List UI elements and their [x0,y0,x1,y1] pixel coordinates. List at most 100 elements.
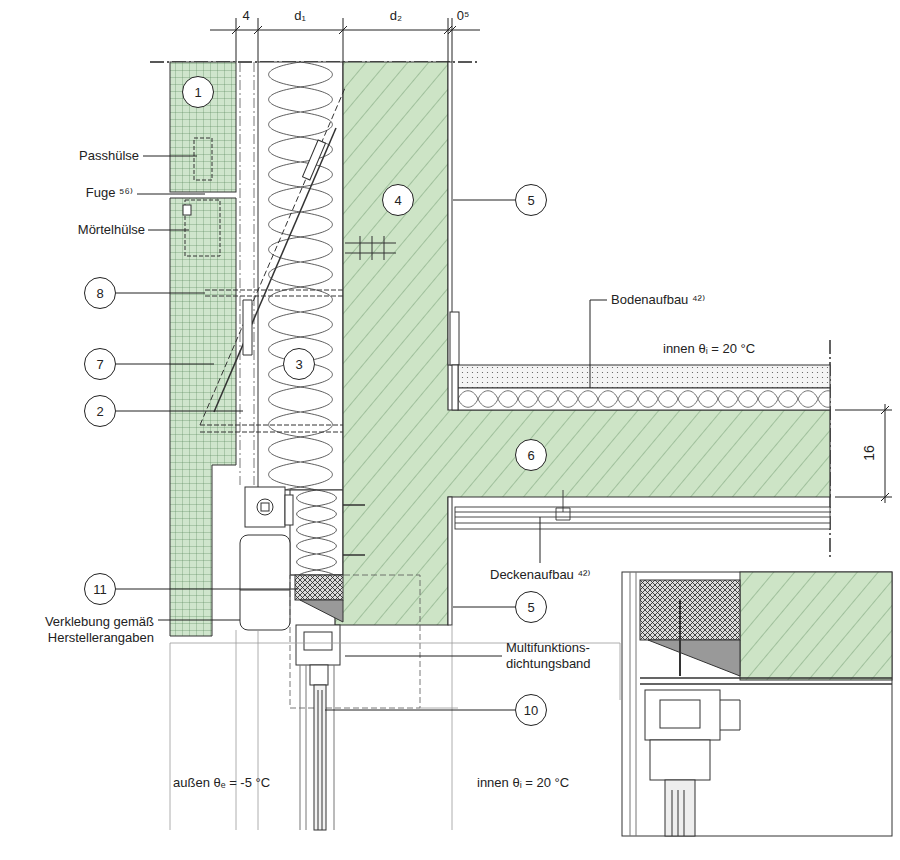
plaster-layer [448,62,459,625]
inset-detail [640,678,892,684]
leader-lines [325,710,515,711]
window-frame [304,632,332,650]
inset-detail [740,572,892,680]
anchors [243,300,252,355]
dimension-label: d₂ [390,8,402,24]
anchors [200,425,343,432]
lintel-insulation [295,575,343,600]
roller-shutter-box [240,590,290,591]
floor-build-up [458,388,830,410]
callout-number: 4 [394,194,401,207]
callout-number: 2 [96,405,103,418]
facade-panel [183,205,191,215]
leader-lines [116,589,298,590]
leader-lines [453,607,515,608]
anchors [303,140,326,180]
callout-circle: 3 [283,348,315,380]
leader-lines [116,156,607,710]
dimension-label: 16 [861,445,879,461]
leader-lines [116,293,205,294]
dimension-lines [236,18,452,62]
part-label: Mörtelhülse [78,222,145,238]
facade-panel [170,198,236,636]
detail-frame [290,575,420,708]
roller-shutter-box [257,499,273,515]
temperature-note: innen θᵢ = 20 °C [663,341,755,357]
anchors [343,505,365,555]
callout-circle: 2 [84,395,116,427]
dimension-label: d₁ [294,8,306,24]
ceiling-build-up [455,507,830,529]
roller-shutter-box [240,535,290,630]
plaster-layer [450,312,459,365]
leader-lines [148,230,189,231]
window-frame [300,665,334,830]
concrete-wall-and-slab [335,62,830,625]
callout-circle: 8 [84,277,116,309]
callout-circle: 10 [515,694,547,726]
air-gap-lines [240,62,241,485]
reference-lines [170,625,620,830]
inset-detail [672,790,684,836]
dimension-label: 0⁵ [457,8,470,24]
callout-number: 6 [527,449,534,462]
window-frame [318,690,322,830]
insulation [258,62,343,490]
inset-detail [630,572,636,836]
anchors [214,128,336,412]
lintel-insulation [300,600,343,622]
ceiling-build-up [455,512,830,523]
inset-detail [640,580,740,640]
leader-lines [116,411,243,412]
reference-lines [420,708,458,709]
dimension-lines [210,30,480,31]
inset-detail [645,690,720,740]
leader-lines [137,194,205,195]
floor-build-up [452,365,830,410]
ceiling-build-up [455,490,830,529]
inset-detail [720,700,740,730]
window-frame [314,685,326,830]
inset-detail [660,700,700,728]
facade-panel [170,62,236,636]
floor-build-up [458,365,830,388]
callout-circle: 11 [84,573,116,605]
air-gap-lines [254,62,255,485]
insulation [290,490,343,575]
leader-lines [590,300,607,388]
anchors [205,290,343,296]
inset-detail [648,640,740,676]
part-label: Verklebung gemäß Herstellerangaben [19,614,154,647]
callout-number: 10 [524,704,538,717]
callout-number: 8 [96,287,103,300]
facade-panel [194,138,212,180]
ceiling-build-up [556,490,570,520]
detail-frame [290,575,420,708]
callout-circle: 5 [515,591,547,623]
inset-detail [622,572,892,836]
anchors [200,88,345,425]
floor-build-up [452,365,458,410]
leader-lines [116,364,214,365]
leader-lines [540,517,541,563]
callout-number: 7 [96,358,103,371]
facade-panel [170,62,236,192]
reference-lines [170,625,620,830]
window-frame [310,665,328,685]
window-frame [296,625,340,665]
callout-circle: 4 [382,184,414,216]
roller-shutter-box [261,503,269,511]
dimension-lines [232,26,456,34]
callout-number: 5 [527,601,534,614]
part-label: Passhülse [79,148,139,164]
part-label: Fuge ⁵⁶⁾ [86,185,133,201]
window-frame [296,625,340,830]
part-label: Bodenaufbau ⁴²⁾ [611,292,705,308]
callout-number: 11 [93,583,107,596]
callout-circle: 6 [515,439,547,471]
plaster-layer [448,497,452,625]
anchors [200,88,396,555]
callout-number: 5 [527,194,534,207]
callout-number: 3 [295,358,302,371]
